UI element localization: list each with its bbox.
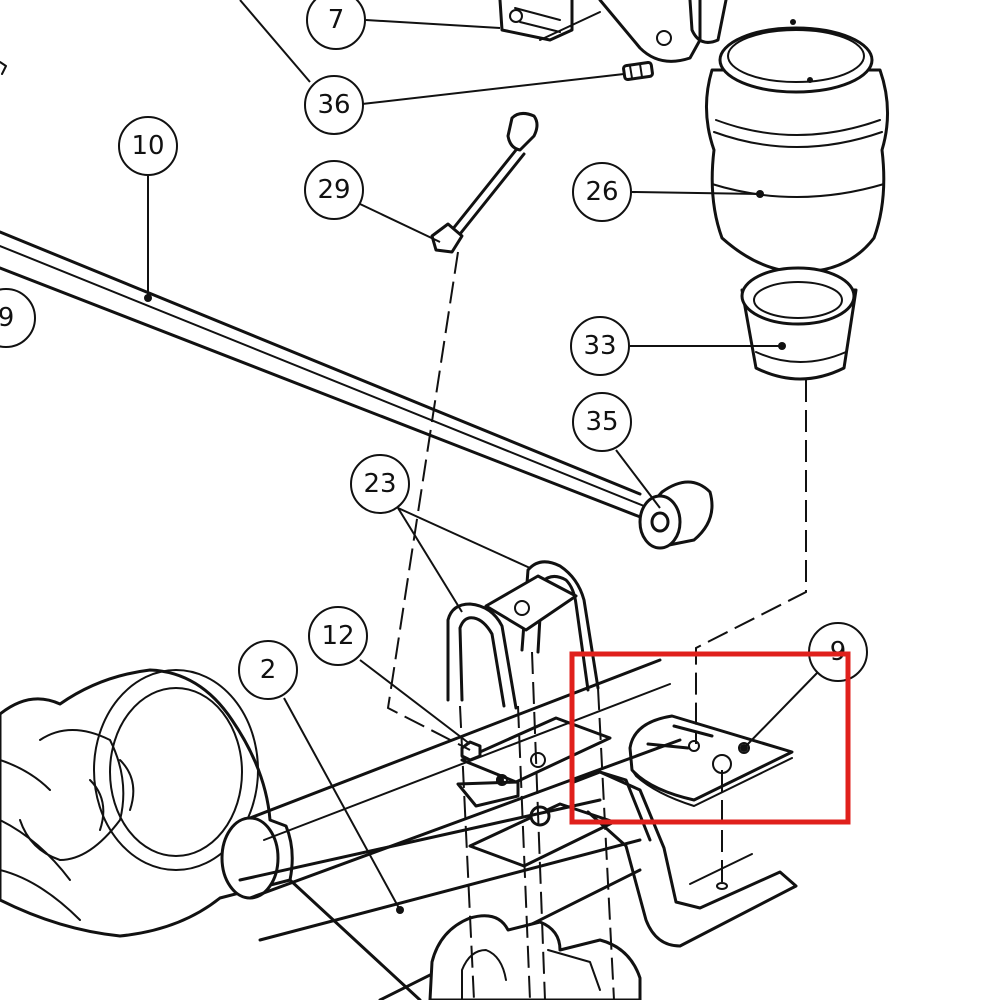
air-spring-bellows [705, 19, 889, 274]
highlight-box [569, 651, 851, 825]
callout-23: 23 [350, 454, 410, 514]
svg-text:23: 23 [363, 469, 396, 499]
callout-10: 10 [118, 116, 178, 176]
spring-plate [628, 714, 794, 807]
svg-text:35: 35 [585, 407, 618, 437]
leaf-spring [0, 230, 650, 522]
svg-text:2: 2 [260, 655, 277, 685]
callout-9-edge: 9 [0, 288, 36, 348]
axle-housing [0, 658, 682, 1000]
callout-26: 26 [572, 162, 632, 222]
link-rod [430, 111, 539, 254]
upper-frame-bracket [498, 0, 728, 63]
callout-7: 7 [306, 0, 366, 50]
bottom-spring-perch [428, 914, 642, 1000]
edge-fastener [0, 61, 7, 75]
u-bolts [446, 560, 600, 710]
callout-36: 36 [304, 75, 364, 135]
svg-text:10: 10 [131, 131, 164, 161]
svg-text:7: 7 [328, 5, 345, 35]
svg-text:36: 36 [317, 90, 350, 120]
svg-text:12: 12 [321, 621, 354, 651]
spring-eye-bushing [638, 480, 714, 550]
callout-35: 35 [572, 392, 632, 452]
callout-29: 29 [304, 160, 364, 220]
leader-lines [144, 0, 819, 914]
svg-text:9: 9 [0, 303, 14, 333]
callout-2: 2 [238, 640, 298, 700]
svg-text:29: 29 [317, 175, 350, 205]
callout-33: 33 [570, 316, 630, 376]
svg-text:26: 26 [585, 177, 618, 207]
callout-12: 12 [308, 606, 368, 666]
svg-text:33: 33 [583, 331, 616, 361]
bolt [622, 61, 654, 81]
air-spring-piston [740, 266, 858, 381]
assembly-lines [386, 251, 807, 1000]
